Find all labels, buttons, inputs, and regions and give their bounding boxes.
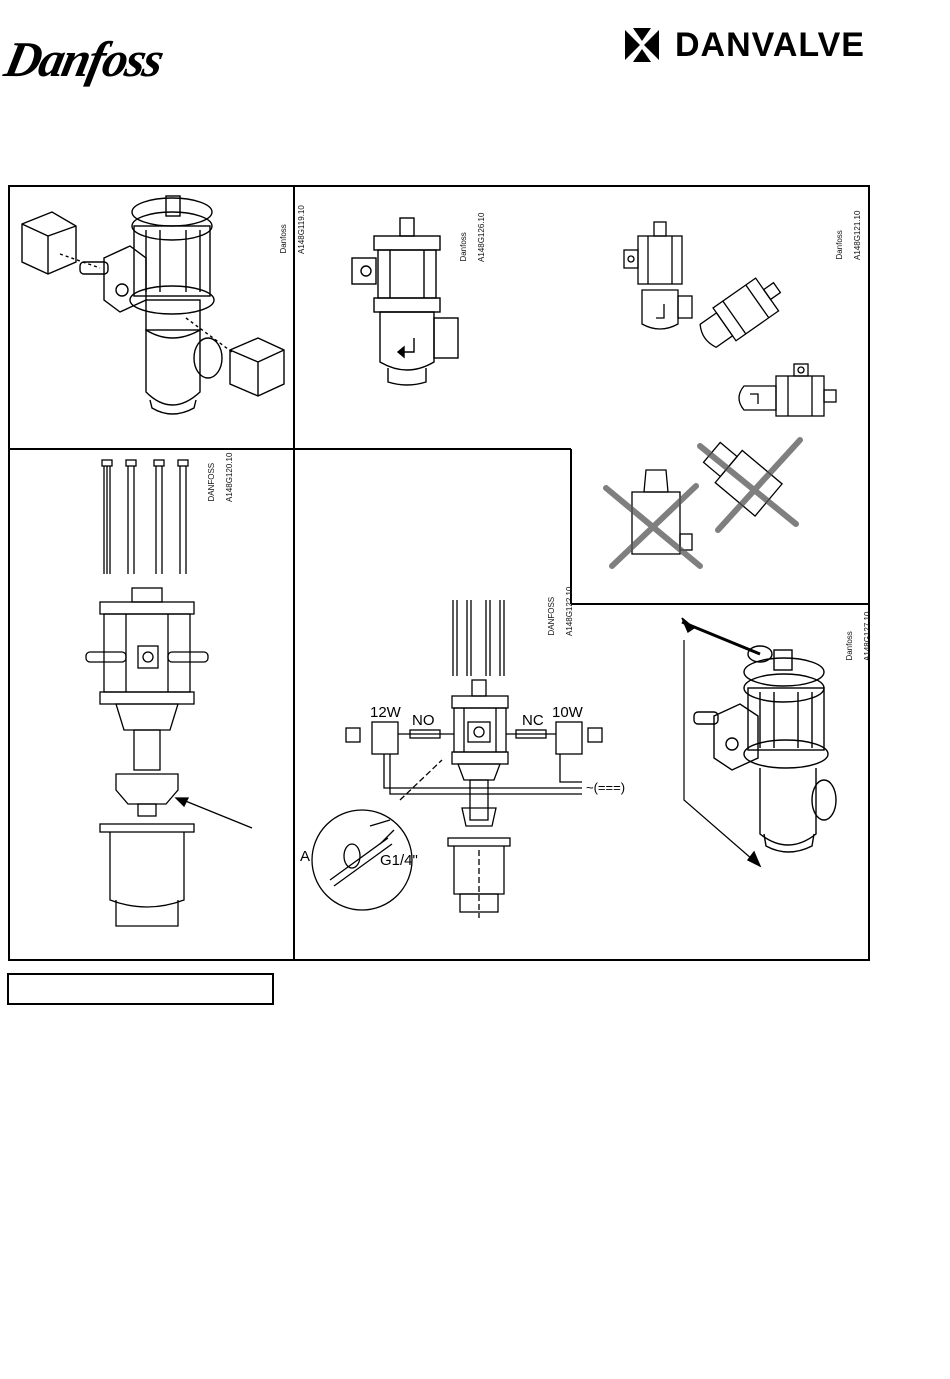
panel4-drawing-code: DANFOSS A148G120.10	[198, 453, 234, 506]
panel3-code-id: A148G121.10	[853, 211, 862, 260]
panel1-valve-drawing	[22, 196, 284, 414]
panel3-code-brand: Danfoss	[835, 230, 844, 259]
normally-open-label: NO	[412, 712, 435, 729]
panel4-code-id: A148G120.10	[225, 453, 234, 502]
panel4-bolts	[102, 460, 188, 574]
panel5-wiring-drawing	[312, 600, 602, 918]
detail-a-label: A	[300, 848, 310, 865]
panel4-exploded-drawing	[86, 460, 252, 926]
panel1-code-id: A148G119.10	[297, 205, 306, 254]
supply-label: ~(===)	[586, 780, 625, 795]
thread-size-label: G1/4"	[380, 852, 418, 869]
caption-box	[7, 973, 274, 1005]
panel1-drawing-code: Danfoss A148G119.10	[270, 205, 306, 258]
panel6-code-brand: Danfoss	[845, 631, 854, 660]
panel1-code-brand: Danfoss	[279, 224, 288, 253]
panel6-valve-drawing	[682, 618, 836, 866]
panel2-valve-drawing	[352, 218, 458, 385]
panel5-bolts	[453, 600, 504, 676]
panel5-code-id: A148G122.10	[565, 587, 574, 636]
panel3-orientation-drawings	[624, 222, 836, 554]
panel5-code-brand: DANFOSS	[547, 597, 556, 636]
panel3-drawing-code: Danfoss A148G121.10	[826, 211, 862, 264]
normally-closed-label: NC	[522, 712, 544, 729]
panel6-drawing-code: Danfoss A148G127.10	[836, 612, 872, 665]
panel2-code-brand: Danfoss	[459, 232, 468, 261]
panel3-not-allowed-crosses	[606, 440, 800, 566]
panel5-drawing-code: DANFOSS A148G122.10	[538, 587, 574, 640]
coil-12w-label: 12W	[370, 704, 401, 721]
panel4-code-brand: DANFOSS	[207, 463, 216, 502]
panel2-drawing-code: Danfoss A148G126.10	[450, 213, 486, 266]
coil-10w-label: 10W	[552, 704, 583, 721]
panel2-code-id: A148G126.10	[477, 213, 486, 262]
panel6-code-id: A148G127.10	[863, 612, 872, 661]
